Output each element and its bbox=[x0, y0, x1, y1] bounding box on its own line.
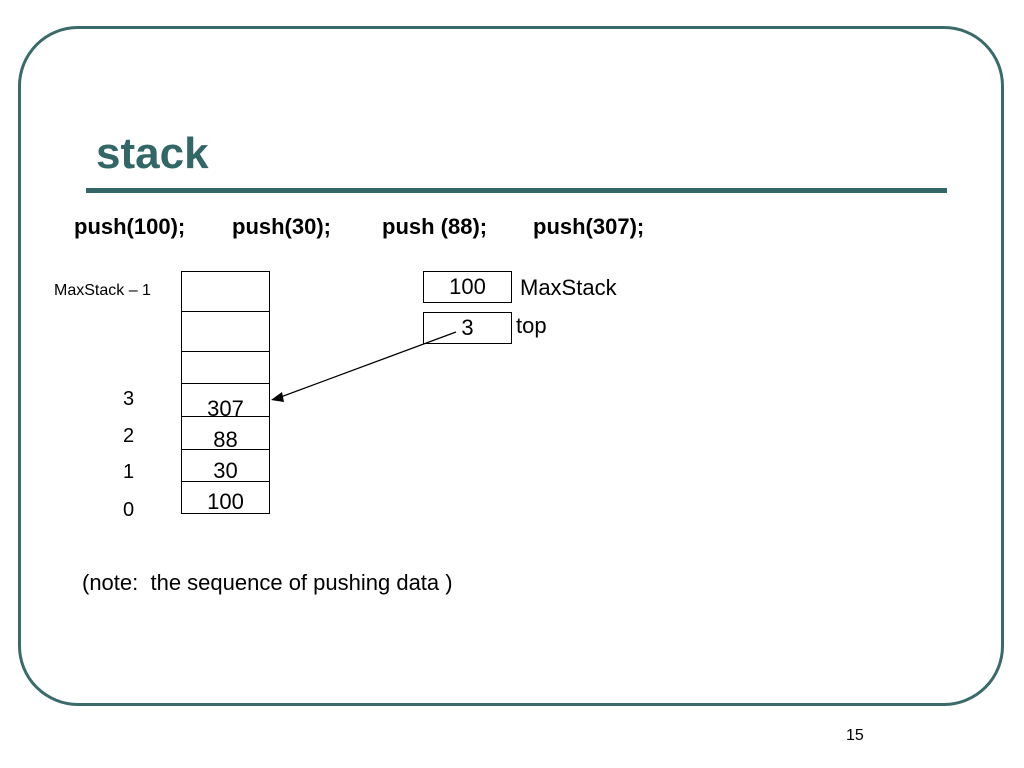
top-value: 3 bbox=[461, 315, 474, 340]
maxstack-value-box: 100 bbox=[423, 271, 512, 303]
page-number: 15 bbox=[846, 727, 864, 744]
stack-value-3: 307 bbox=[207, 396, 244, 421]
stack-index-3: 3 bbox=[123, 388, 135, 410]
stack-index-1: 1 bbox=[123, 461, 135, 483]
title-underline bbox=[86, 188, 947, 193]
stack-cell-0 bbox=[181, 481, 270, 514]
stack-value-0: 100 bbox=[207, 489, 244, 514]
stack-cell-2 bbox=[181, 416, 270, 450]
stack-index-2: 2 bbox=[123, 425, 135, 447]
stack-cell-empty bbox=[181, 351, 270, 384]
top-label: top bbox=[516, 313, 547, 338]
note-text: (note: the sequence of pushing data ) bbox=[82, 570, 453, 595]
stack-cell-3 bbox=[181, 383, 270, 417]
maxstack-minus-one-label: MaxStack – 1 bbox=[54, 282, 151, 299]
push-operation-1: push(100); bbox=[74, 214, 186, 239]
slide-frame bbox=[18, 26, 1004, 706]
maxstack-value: 100 bbox=[449, 274, 486, 299]
push-operation-3: push (88); bbox=[382, 214, 488, 239]
top-value-box: 3 bbox=[423, 312, 512, 344]
maxstack-label: MaxStack bbox=[520, 275, 617, 300]
slide-title: stack bbox=[96, 129, 209, 178]
stack-index-0: 0 bbox=[123, 499, 135, 521]
stack-value-2: 88 bbox=[213, 427, 238, 452]
arrow-head-icon bbox=[271, 392, 284, 402]
arrow-line bbox=[277, 331, 457, 399]
push-operation-4: push(307); bbox=[533, 214, 645, 239]
push-operation-2: push(30); bbox=[232, 214, 331, 239]
stack-cell-empty bbox=[181, 271, 270, 312]
stack-value-1: 30 bbox=[213, 458, 238, 483]
